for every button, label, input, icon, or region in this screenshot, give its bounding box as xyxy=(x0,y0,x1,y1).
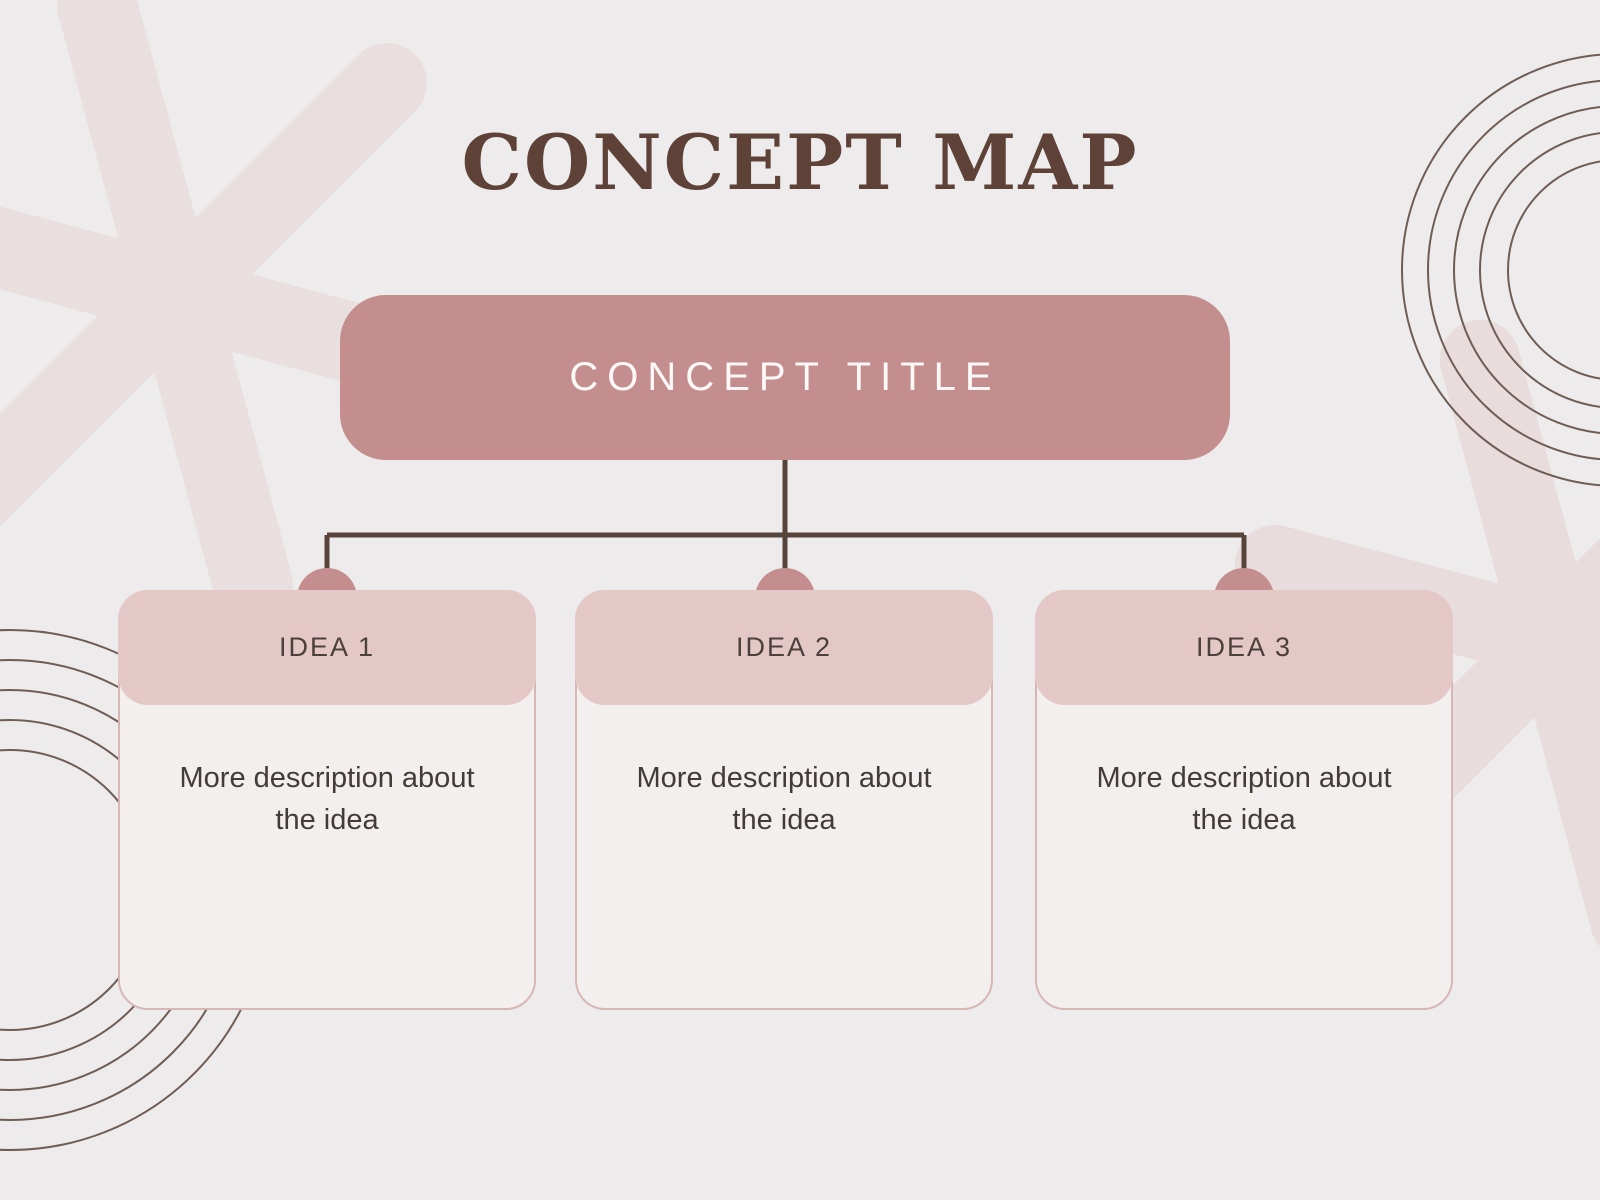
idea-3-description: More description about the idea xyxy=(1096,762,1392,837)
idea-card-1-body: More description about the idea xyxy=(120,705,534,841)
idea-2-description: More description about the idea xyxy=(636,762,932,837)
concept-title-box: CONCEPT TITLE xyxy=(340,295,1230,460)
idea-card-2-body: More description about the idea xyxy=(577,705,991,841)
idea-card-2-header: IDEA 2 xyxy=(575,590,993,705)
idea-card-2: IDEA 2 More description about the idea xyxy=(575,590,993,1010)
connector-path xyxy=(324,460,1247,570)
idea-2-label: IDEA 2 xyxy=(735,632,833,662)
idea-card-3-header: IDEA 3 xyxy=(1035,590,1453,705)
idea-card-1-header: IDEA 1 xyxy=(118,590,536,705)
idea-3-label: IDEA 3 xyxy=(1195,632,1293,662)
idea-card-1: IDEA 1 More description about the idea xyxy=(118,590,536,1010)
idea-1-label: IDEA 1 xyxy=(278,632,376,662)
idea-card-3: IDEA 3 More description about the idea xyxy=(1035,590,1453,1010)
idea-1-description: More description about the idea xyxy=(179,762,475,837)
concept-title-label: CONCEPT TITLE xyxy=(569,355,1001,399)
idea-card-3-body: More description about the idea xyxy=(1037,705,1451,841)
page-title: CONCEPT MAP xyxy=(461,118,1139,207)
